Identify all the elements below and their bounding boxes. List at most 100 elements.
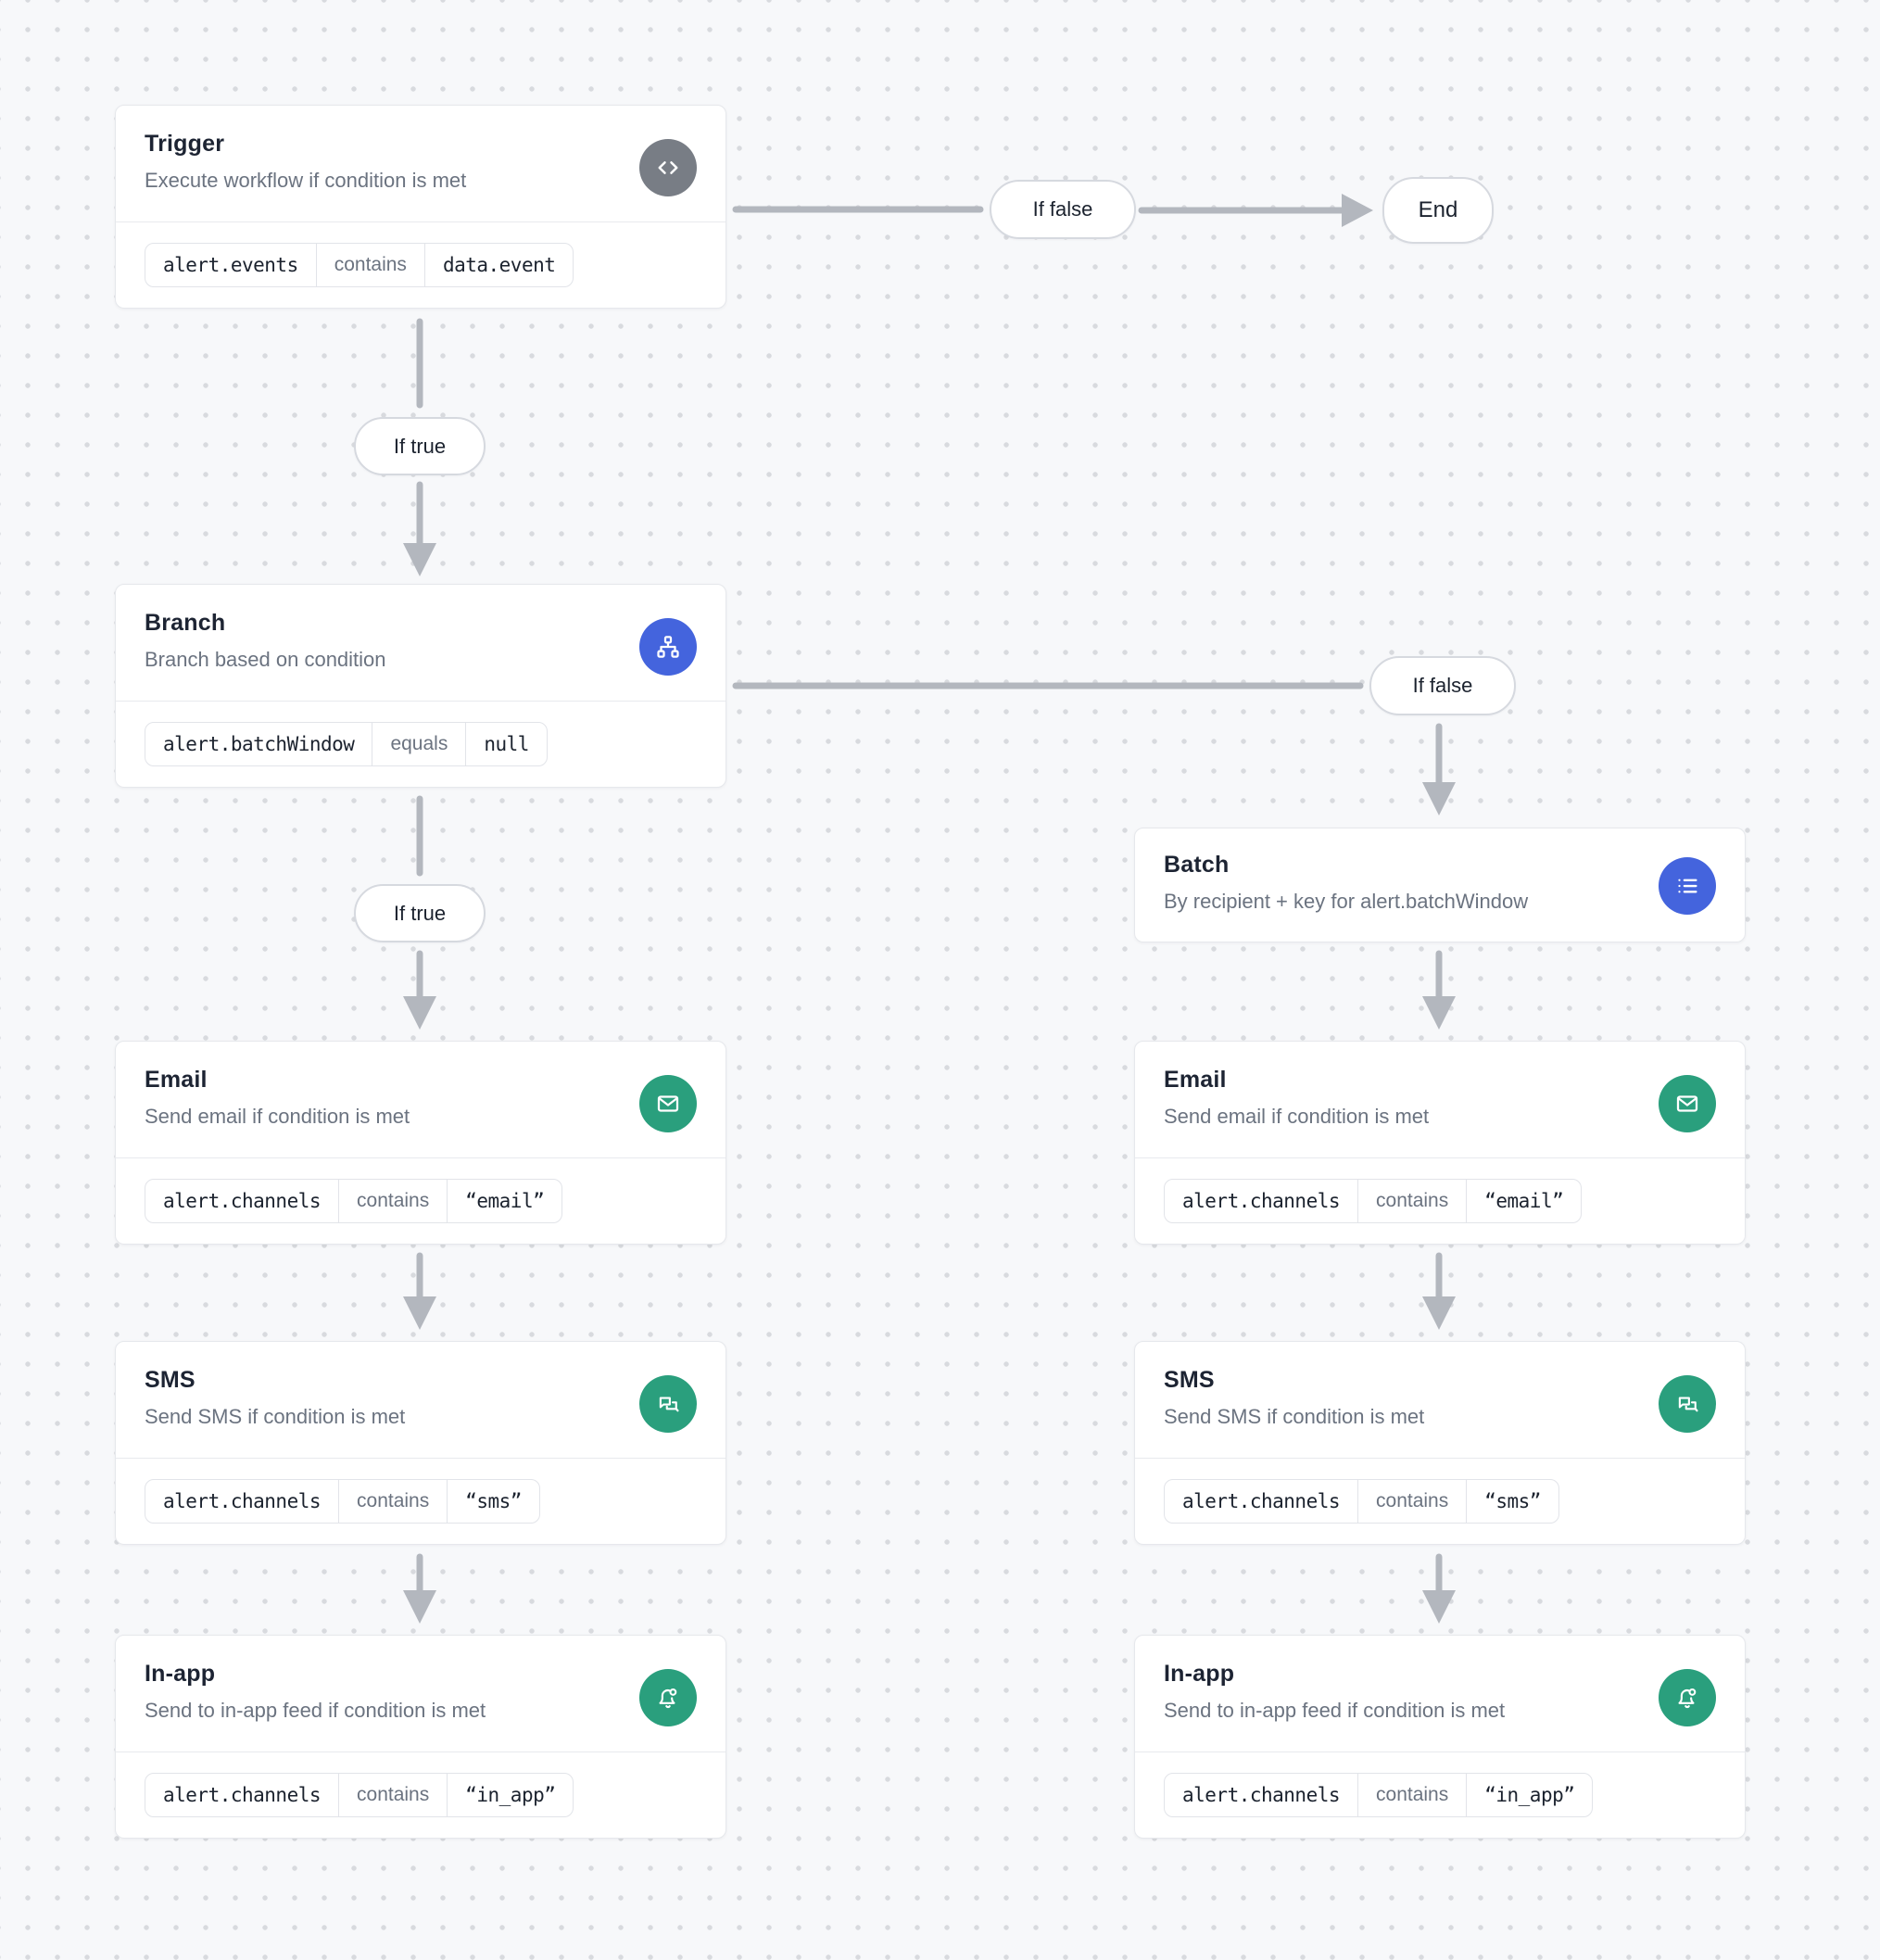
node-condition-row: alert.channels contains “in_app”: [116, 1751, 726, 1838]
node-title: Batch: [1164, 852, 1230, 878]
arrowhead-end: [1342, 194, 1373, 227]
node-inapp-header: In-app Send to in-app feed if condition …: [1135, 1636, 1745, 1751]
node-sms-right[interactable]: SMS Send SMS if condition is met alert.c…: [1134, 1341, 1746, 1545]
node-inapp-right[interactable]: In-app Send to in-app feed if condition …: [1134, 1635, 1746, 1839]
condition-chip: alert.events contains data.event: [145, 243, 574, 287]
node-title: In-app: [1164, 1661, 1235, 1687]
condition-operator: contains: [1357, 1180, 1466, 1222]
condition-value: null: [465, 723, 547, 765]
arrowhead-batch: [1422, 782, 1456, 816]
list-icon: [1659, 857, 1716, 915]
node-branch[interactable]: Branch Branch based on condition alert.b…: [115, 584, 726, 788]
node-title: Branch: [145, 610, 226, 636]
node-trigger-header: Trigger Execute workflow if condition is…: [116, 106, 726, 221]
edge-label-if-false-top: If false: [990, 180, 1136, 239]
condition-value: “sms”: [447, 1480, 539, 1523]
condition-value: “email”: [1466, 1180, 1581, 1222]
node-condition-row: alert.channels contains “in_app”: [1135, 1751, 1745, 1838]
node-condition-row: alert.channels contains “sms”: [1135, 1458, 1745, 1544]
chat-bubbles-icon: [639, 1375, 697, 1433]
condition-field: alert.events: [163, 254, 298, 276]
arrowhead-inapp-right: [1422, 1590, 1456, 1624]
arrowhead-branch: [403, 543, 436, 576]
node-sms-header: SMS Send SMS if condition is met: [116, 1342, 726, 1458]
condition-value: “sms”: [1466, 1480, 1558, 1523]
condition-operator: contains: [338, 1774, 447, 1816]
condition-value: “email”: [447, 1180, 561, 1222]
node-trigger[interactable]: Trigger Execute workflow if condition is…: [115, 105, 726, 309]
node-batch[interactable]: Batch By recipient + key for alert.batch…: [1134, 828, 1746, 942]
sitemap-icon: [639, 618, 697, 676]
condition-operator: equals: [372, 723, 465, 765]
node-branch-header: Branch Branch based on condition: [116, 585, 726, 701]
node-subtitle: By recipient + key for alert.batchWindow: [1164, 890, 1529, 913]
node-subtitle: Send SMS if condition is met: [145, 1405, 406, 1428]
condition-field: alert.channels: [163, 1190, 322, 1212]
node-email-left[interactable]: Email Send email if condition is met ale…: [115, 1041, 726, 1245]
node-title: SMS: [145, 1367, 196, 1393]
node-title: Trigger: [145, 131, 225, 157]
condition-operator: contains: [315, 244, 424, 286]
node-sms-left[interactable]: SMS Send SMS if condition is met alert.c…: [115, 1341, 726, 1545]
condition-value: “in_app”: [447, 1774, 573, 1816]
node-condition-row: alert.batchWindow equals null: [116, 701, 726, 787]
node-title: Email: [1164, 1067, 1227, 1093]
condition-chip: alert.batchWindow equals null: [145, 722, 548, 766]
node-subtitle: Send email if condition is met: [145, 1105, 410, 1128]
chat-bubbles-icon: [1659, 1375, 1716, 1433]
arrowhead-sms-left: [403, 1296, 436, 1330]
node-batch-header: Batch By recipient + key for alert.batch…: [1135, 828, 1745, 942]
condition-field: alert.channels: [163, 1490, 322, 1512]
node-email-right[interactable]: Email Send email if condition is met ale…: [1134, 1041, 1746, 1245]
condition-chip: alert.channels contains “sms”: [1164, 1479, 1559, 1524]
code-icon: [639, 139, 697, 196]
condition-field: alert.batchWindow: [163, 733, 355, 755]
arrowhead-sms-right: [1422, 1296, 1456, 1330]
node-end[interactable]: End: [1382, 177, 1494, 244]
condition-field: alert.channels: [1182, 1490, 1341, 1512]
node-subtitle: Branch based on condition: [145, 648, 386, 671]
node-email-header: Email Send email if condition is met: [1135, 1042, 1745, 1157]
mail-icon: [639, 1075, 697, 1132]
bell-badge-icon: [1659, 1669, 1716, 1726]
arrowhead-inapp-left: [403, 1590, 436, 1624]
arrowhead-email-left: [403, 996, 436, 1030]
condition-chip: alert.channels contains “sms”: [145, 1479, 540, 1524]
bell-badge-icon: [639, 1669, 697, 1726]
edge-label-if-true-top: If true: [354, 417, 486, 475]
condition-operator: contains: [1357, 1774, 1466, 1816]
condition-value: data.event: [423, 244, 573, 286]
condition-operator: contains: [1357, 1480, 1466, 1523]
condition-chip: alert.channels contains “email”: [145, 1179, 563, 1223]
condition-chip: alert.channels contains “in_app”: [145, 1773, 574, 1817]
node-condition-row: alert.channels contains “email”: [116, 1157, 726, 1244]
condition-value: “in_app”: [1466, 1774, 1592, 1816]
condition-operator: contains: [338, 1480, 447, 1523]
condition-field: alert.channels: [1182, 1784, 1341, 1806]
node-title: Email: [145, 1067, 208, 1093]
condition-chip: alert.channels contains “in_app”: [1164, 1773, 1594, 1817]
arrowhead-email-right: [1422, 996, 1456, 1030]
node-title: In-app: [145, 1661, 216, 1687]
node-title: SMS: [1164, 1367, 1215, 1393]
node-inapp-left[interactable]: In-app Send to in-app feed if condition …: [115, 1635, 726, 1839]
node-subtitle: Send email if condition is met: [1164, 1105, 1430, 1128]
node-subtitle: Send to in-app feed if condition is met: [145, 1699, 486, 1722]
node-condition-row: alert.channels contains “email”: [1135, 1157, 1745, 1244]
node-email-header: Email Send email if condition is met: [116, 1042, 726, 1157]
condition-field: alert.channels: [1182, 1190, 1341, 1212]
node-inapp-header: In-app Send to in-app feed if condition …: [116, 1636, 726, 1751]
node-condition-row: alert.channels contains “sms”: [116, 1458, 726, 1544]
node-subtitle: Send SMS if condition is met: [1164, 1405, 1425, 1428]
edge-label-if-true-branch: If true: [354, 884, 486, 942]
node-sms-header: SMS Send SMS if condition is met: [1135, 1342, 1745, 1458]
condition-chip: alert.channels contains “email”: [1164, 1179, 1583, 1223]
mail-icon: [1659, 1075, 1716, 1132]
edge-label-if-false-branch: If false: [1369, 656, 1516, 715]
condition-field: alert.channels: [163, 1784, 322, 1806]
node-subtitle: Execute workflow if condition is met: [145, 169, 467, 192]
node-condition-row: alert.events contains data.event: [116, 221, 726, 308]
condition-operator: contains: [338, 1180, 447, 1222]
